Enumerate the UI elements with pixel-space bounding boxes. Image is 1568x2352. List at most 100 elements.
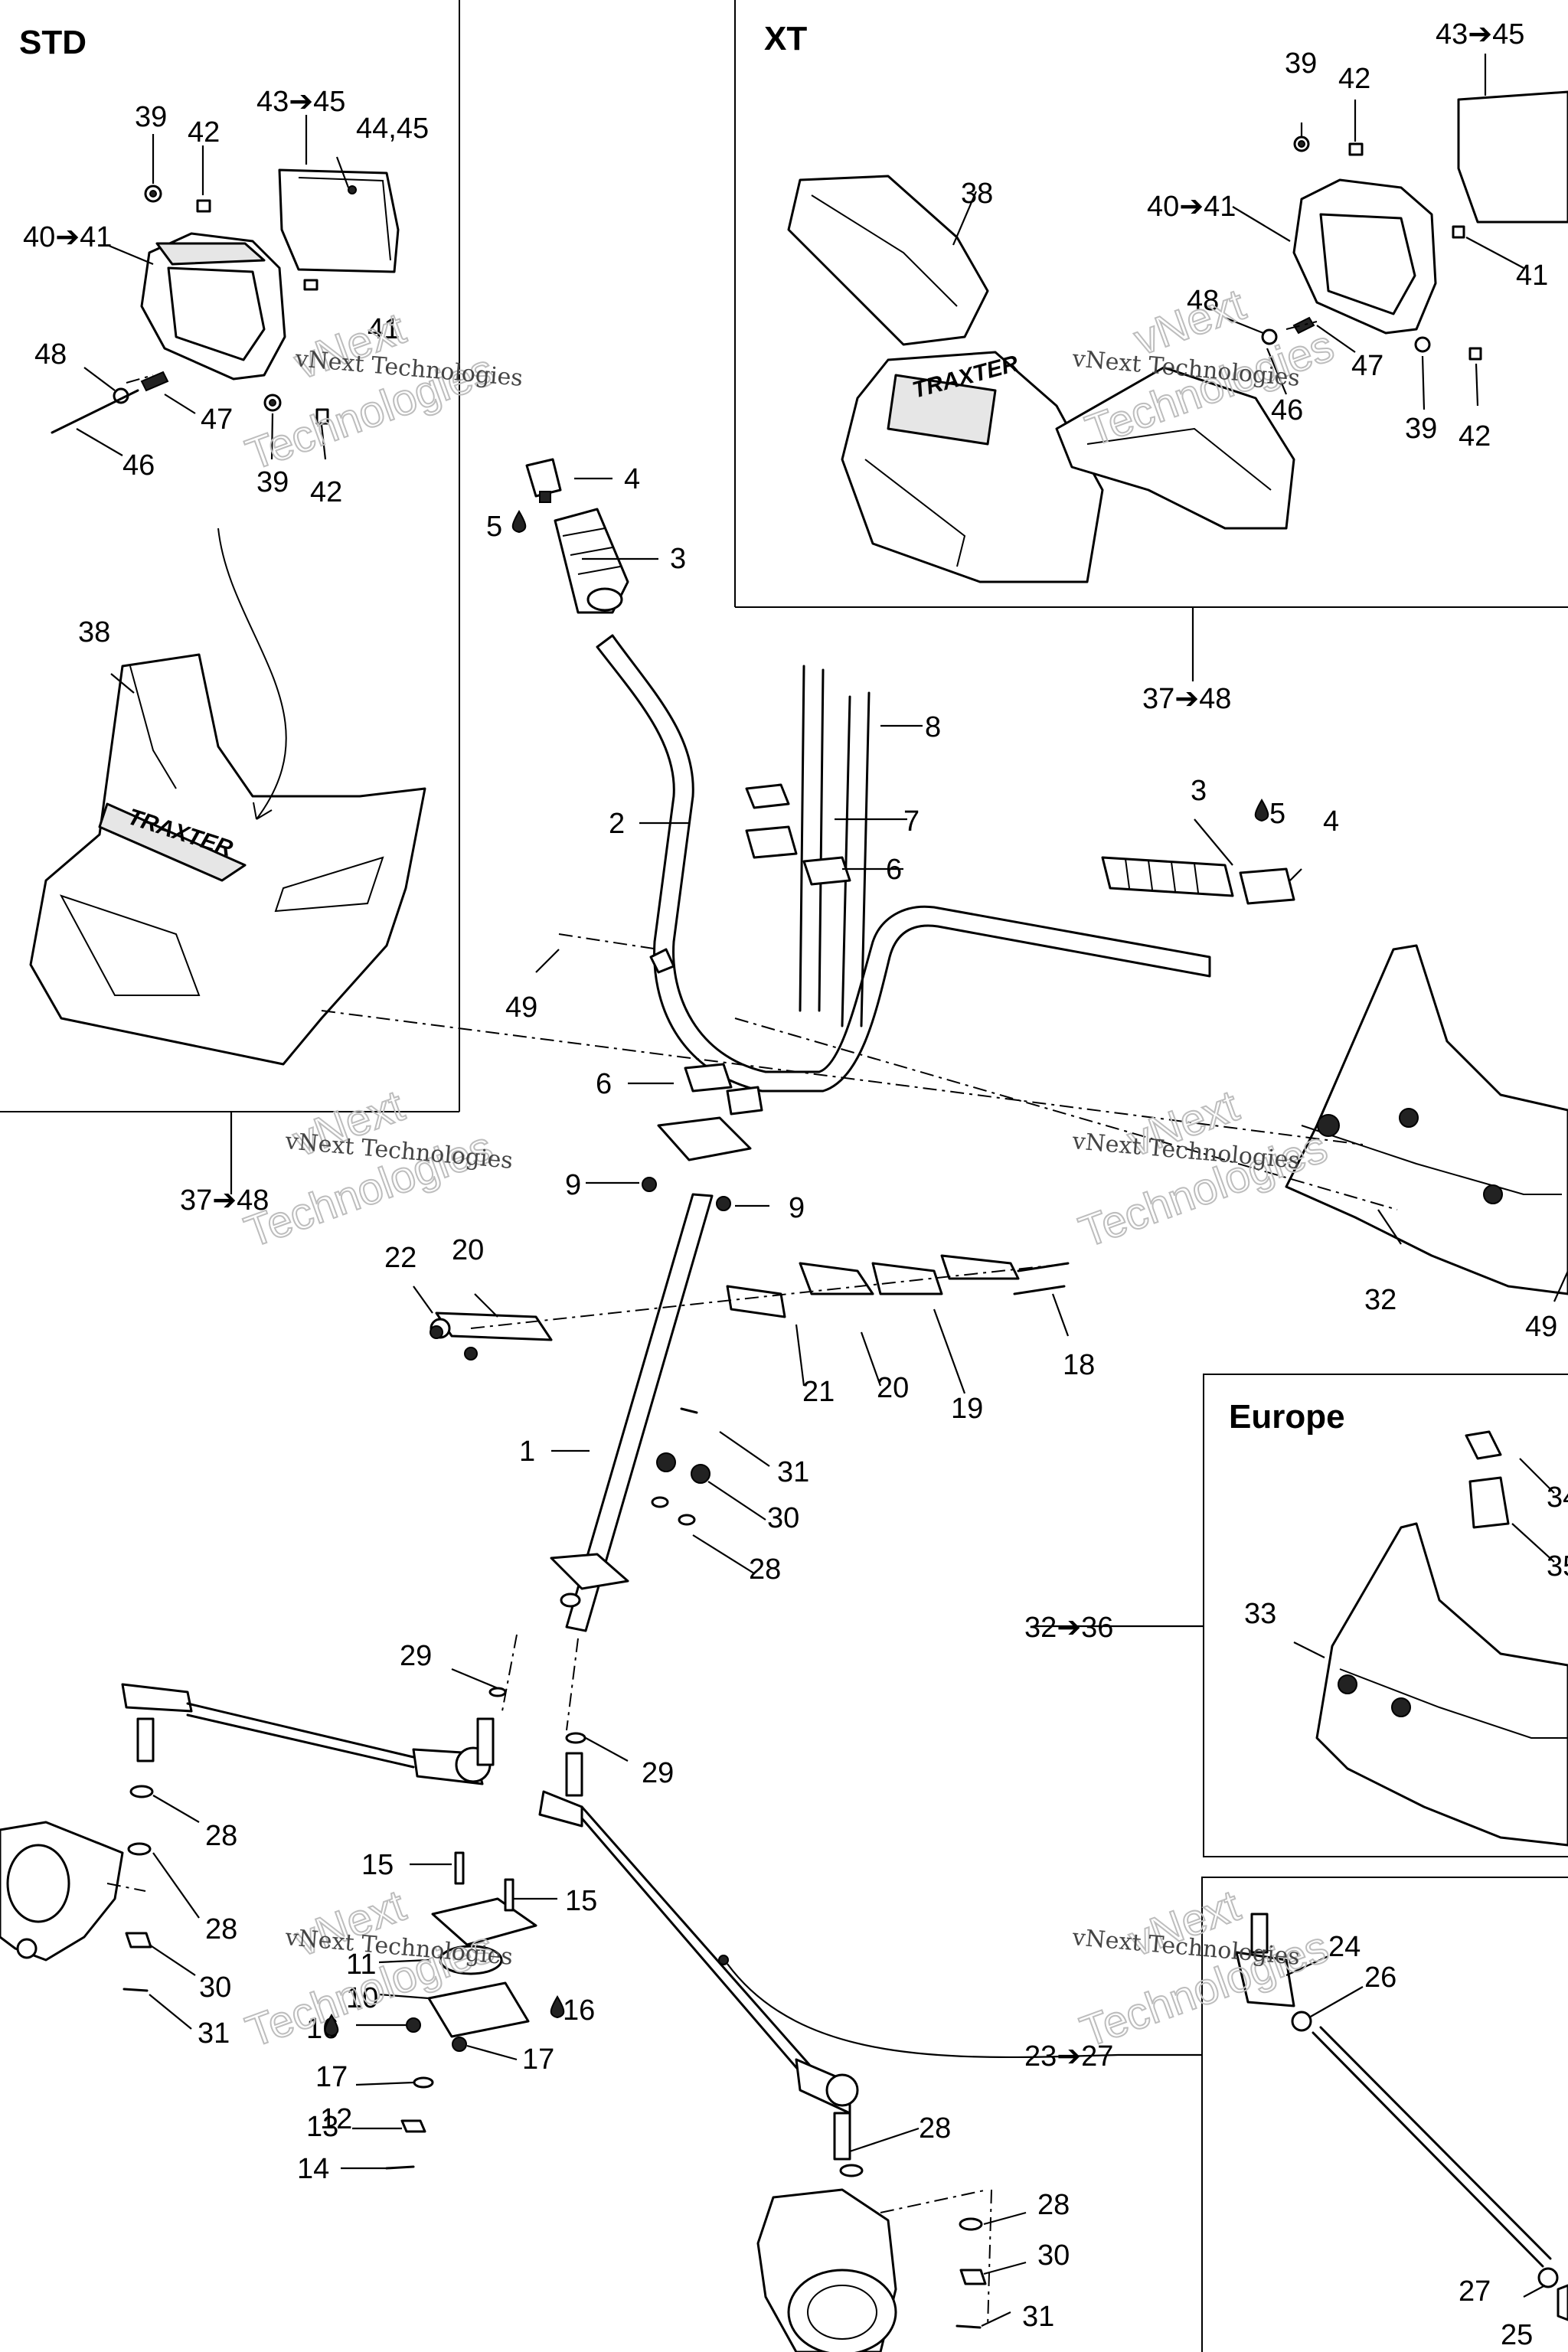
- xt-hardware-parts: [1261, 136, 1482, 361]
- callout-xt-42-top: 42: [1338, 63, 1370, 95]
- callout-13: 13: [306, 2111, 338, 2143]
- callout-21: 21: [802, 1376, 835, 1408]
- grip-plug-left: [525, 458, 562, 503]
- callout-xt-40-41: 40➔41: [1147, 191, 1236, 223]
- callout-std-44-45: 44,45: [356, 113, 429, 145]
- bearing-support: [385, 1851, 537, 2170]
- callout-eu-32-36: 32➔36: [1024, 1612, 1113, 1644]
- europe-console: [1315, 1430, 1568, 1847]
- front-console: [1285, 944, 1568, 1295]
- callout-8: 8: [925, 711, 941, 743]
- callout-19: 19: [951, 1393, 983, 1425]
- callout-30-left: 30: [199, 1971, 231, 2004]
- callout-std-46: 46: [122, 449, 155, 482]
- tie-rod-detail: [1235, 1913, 1568, 2321]
- watermark-stamps: vNext Technologies vNext Technologies vN…: [237, 279, 1341, 2058]
- callout-20-left: 20: [452, 1234, 484, 1266]
- steering-column: [550, 1193, 714, 1632]
- callout-3-left: 3: [670, 543, 686, 575]
- callout-1: 1: [519, 1436, 535, 1468]
- oil-drop-icon: [550, 1995, 565, 2019]
- callout-11: 11: [346, 1949, 376, 1981]
- callout-10: 10: [346, 1982, 378, 2014]
- callout-eu-35: 35: [1547, 1550, 1568, 1583]
- tie-rod-left: [121, 1683, 507, 1992]
- callout-xt-42-bottom: 42: [1459, 420, 1491, 452]
- callout-eu-33: 33: [1244, 1598, 1276, 1630]
- handlebar-clamps: [642, 665, 871, 1214]
- oil-drop-icon: [1254, 799, 1269, 822]
- grip-right: [1101, 856, 1295, 905]
- europe-heading: Europe: [1229, 1398, 1345, 1436]
- callout-29-left: 29: [400, 1640, 432, 1672]
- callout-23-27: 23➔27: [1024, 2040, 1113, 2073]
- callout-6-bottom: 6: [596, 1068, 612, 1100]
- steering-knuckle-left: [0, 1821, 124, 1962]
- callout-29-right: 29: [642, 1757, 674, 1789]
- callout-std-42-bottom: 42: [310, 476, 342, 508]
- xt-headlight-lamp: [1457, 90, 1568, 224]
- callout-32: 32: [1364, 1284, 1396, 1316]
- tie-rod-right: [538, 1732, 987, 2329]
- callout-std-41: 41: [368, 313, 400, 345]
- callout-17-left: 17: [315, 2061, 348, 2093]
- xt-handguard-left: [787, 175, 989, 346]
- lubricant-symbols: [324, 510, 1269, 2037]
- callout-3-right: 3: [1191, 775, 1207, 807]
- std-section-frame: [0, 0, 460, 1194]
- callout-4-left: 4: [624, 463, 640, 495]
- std-front-fascia: [29, 653, 426, 1066]
- callout-30-right: 30: [1037, 2239, 1070, 2272]
- oil-drop-icon: [511, 510, 527, 534]
- callout-6-top: 6: [886, 854, 902, 886]
- callout-xt-46: 46: [1271, 394, 1303, 426]
- leader-lines: [76, 54, 1568, 2327]
- callout-31-left: 31: [198, 2017, 230, 2050]
- xt-front-fascia: [841, 351, 1104, 583]
- column-support-bracket: [430, 1254, 1070, 1361]
- std-hardware-parts: [51, 185, 329, 434]
- callout-std-39-bottom: 39: [256, 466, 289, 498]
- callout-std-42-top: 42: [188, 116, 220, 149]
- tie-rod-assembly-curve: [727, 1963, 1119, 2059]
- std-headlight-bracket: [140, 232, 286, 381]
- callout-xt-47: 47: [1351, 350, 1383, 382]
- callout-std-40-41: 40➔41: [23, 221, 112, 253]
- callout-31-top: 31: [777, 1456, 809, 1488]
- callout-9-left: 9: [565, 1169, 581, 1201]
- xt-section-frame: [734, 0, 1568, 681]
- callout-xt-41: 41: [1516, 260, 1548, 292]
- europe-section-frame: [1125, 1374, 1568, 1857]
- xt-handguard-right: [1055, 366, 1295, 530]
- callout-xt-39-bottom: 39: [1405, 413, 1437, 445]
- callout-std-37-48: 37➔48: [180, 1184, 269, 1217]
- callout-xt-37-48: 37➔48: [1142, 683, 1231, 715]
- callout-26: 26: [1364, 1962, 1396, 1994]
- callout-9-right: 9: [789, 1192, 805, 1224]
- callout-xt-38: 38: [961, 178, 993, 210]
- callout-std-38: 38: [78, 616, 110, 648]
- callout-28-top: 28: [749, 1553, 781, 1586]
- callout-27: 27: [1459, 2275, 1491, 2308]
- callout-eu-34: 34: [1547, 1481, 1568, 1514]
- callout-28-left-2: 28: [205, 1913, 237, 1945]
- callout-17-right: 17: [522, 2043, 554, 2076]
- callout-16-right: 16: [563, 1994, 595, 2027]
- callout-4-right: 4: [1323, 805, 1339, 838]
- callout-25: 25: [1501, 2319, 1533, 2351]
- callout-xt-48: 48: [1187, 285, 1219, 317]
- callout-28-right-2: 28: [1037, 2189, 1070, 2221]
- xt-headlight-bracket: [1292, 178, 1437, 335]
- steering-knuckle-right: [756, 2188, 897, 2352]
- callout-49-right: 49: [1525, 1311, 1557, 1343]
- callout-std-39-top: 39: [135, 101, 167, 133]
- std-assembly-arrow: [217, 528, 287, 820]
- callout-15-left: 15: [361, 1849, 394, 1881]
- callout-7: 7: [903, 805, 920, 838]
- callout-15-right: 15: [565, 1885, 597, 1917]
- assembly-dashed-lines: [106, 321, 1398, 2328]
- callout-5-left: 5: [486, 511, 502, 543]
- callout-14: 14: [297, 2153, 329, 2185]
- std-heading: STD: [19, 24, 87, 61]
